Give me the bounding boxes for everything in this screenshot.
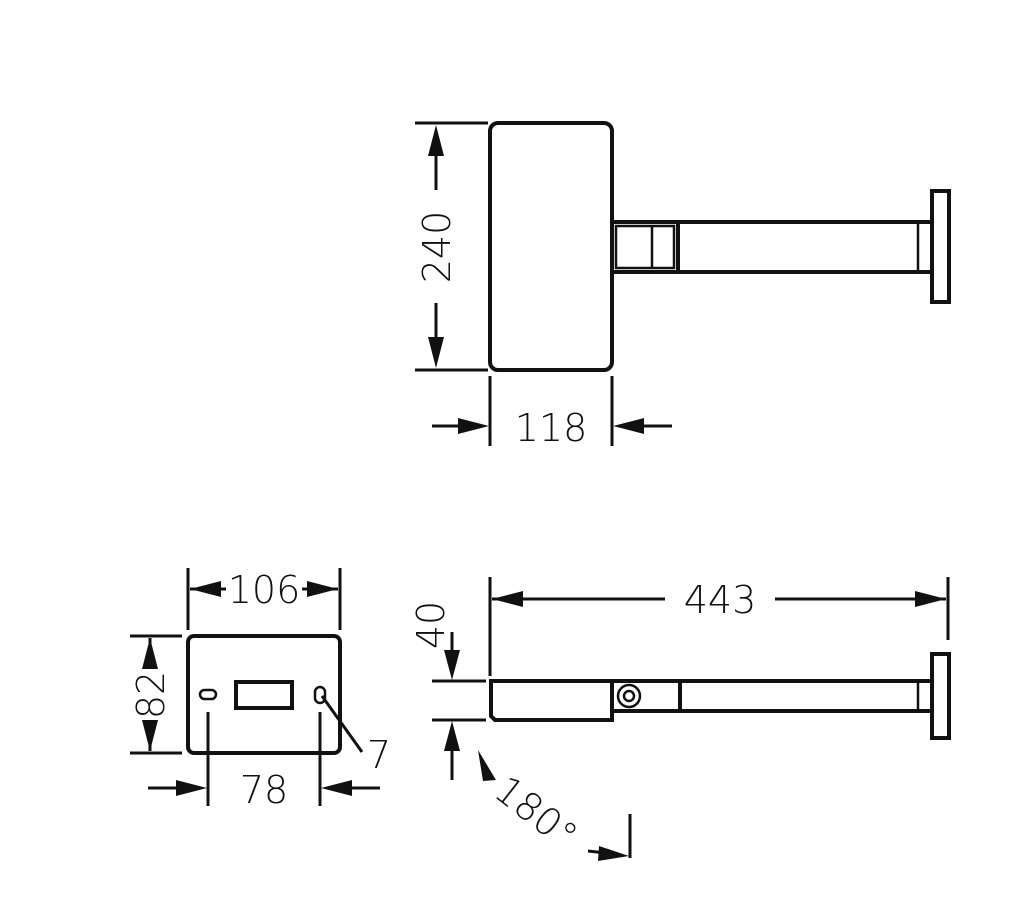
- dimension-label-106: 106: [228, 568, 301, 612]
- dimension-projection-443: 443: [488, 577, 950, 676]
- side-view: [489, 652, 951, 740]
- mounting-hole-right: [313, 685, 327, 705]
- dimension-hole-spacing-78: 78: [148, 712, 380, 812]
- side-view-hinge-pivot: [616, 683, 642, 709]
- rotation-arrow-start: [478, 750, 496, 781]
- dimension-label-7: 7: [367, 733, 391, 777]
- dimension-label-180: 180°: [486, 767, 585, 858]
- dimension-label-78: 78: [240, 768, 288, 812]
- mounting-hole-left: [198, 688, 218, 701]
- top-view-arm-connector: [610, 220, 680, 274]
- plate-slot: [234, 680, 294, 710]
- dimension-arm-height-40: 40: [409, 601, 486, 780]
- rotation-arrow-end: [598, 846, 629, 861]
- side-view-cover: [489, 679, 614, 722]
- top-view-cover: [488, 121, 614, 372]
- top-view-wall-plate: [930, 189, 951, 304]
- dimension-label-118: 118: [515, 406, 588, 450]
- dimension-hole-diameter-7: 7: [320, 695, 391, 777]
- side-view-hinge: [610, 679, 682, 713]
- dimension-label-443: 443: [684, 578, 757, 622]
- plate-view: [186, 634, 342, 755]
- dimension-height-240: 240: [415, 121, 488, 372]
- rotation-indicator-180: 180°: [478, 750, 632, 861]
- side-view-wall-plate: [930, 652, 951, 740]
- dimension-width-118: 118: [432, 376, 672, 450]
- dimension-plate-width-106: 106: [186, 568, 342, 630]
- side-view-arm: [678, 679, 936, 713]
- top-view-arm: [676, 220, 936, 274]
- dimension-label-40: 40: [409, 601, 453, 649]
- dimension-plate-height-82: 82: [129, 634, 182, 755]
- dimension-label-82: 82: [129, 671, 173, 719]
- top-view: [488, 121, 951, 372]
- dimension-label-240: 240: [415, 211, 459, 284]
